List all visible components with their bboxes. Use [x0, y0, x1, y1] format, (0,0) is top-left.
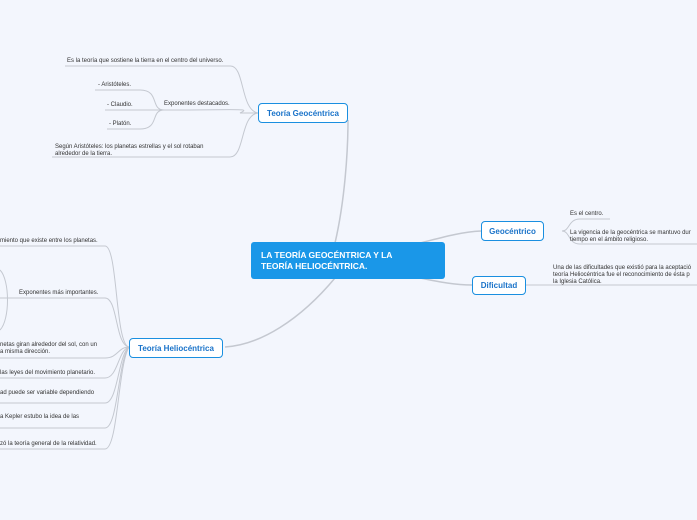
subtopic[interactable]: a Kepler estubo la idea de las	[0, 414, 80, 420]
subtopic[interactable]: - Aristóteles.	[98, 82, 132, 88]
topic-geocentrico[interactable]: Geocéntrico	[481, 221, 544, 241]
topic-dificultad[interactable]: Dificultad	[472, 276, 526, 295]
subtopic[interactable]: - Claudio.	[107, 102, 133, 108]
subtopic[interactable]: Es el centro.	[570, 211, 604, 217]
line: a misma dirección.	[0, 349, 51, 355]
line: alrededor de la tierra.	[55, 151, 113, 157]
subtopic[interactable]: Exponentes más importantes.	[19, 290, 99, 296]
line: tiempo en el ámbito religioso.	[570, 237, 649, 243]
subtopic[interactable]: zó la teoría general de la relatividad.	[0, 441, 97, 447]
topic-label: Geocéntrico	[489, 226, 536, 236]
subtopic[interactable]: ad puede ser variable dependiendo	[0, 390, 95, 396]
line: teoría Heliocéntrica fue el reconocimien…	[553, 272, 690, 278]
subtopic[interactable]: las leyes del movimiento planetario.	[0, 370, 96, 376]
topic-teoria-heliocentrica[interactable]: Teoría Heliocéntrica	[129, 338, 223, 358]
subtopic[interactable]: Exponentes destacados.	[164, 101, 230, 107]
line: Según Aristóteles: los planetas estrella…	[55, 144, 204, 150]
topic-teoria-geocentrica[interactable]: Teoría Geocéntrica	[258, 103, 348, 123]
subtopic[interactable]: miento que existe entre los planetas.	[0, 238, 98, 244]
central-topic[interactable]: LA TEORÍA GEOCÉNTRICA Y LA TEORÍA HELIOC…	[251, 242, 445, 279]
subtopic[interactable]: Es la teoría que sostiene la tierra en e…	[67, 58, 224, 64]
topic-label: Teoría Geocéntrica	[267, 108, 339, 118]
subtopic[interactable]: - Platón.	[109, 121, 132, 127]
subtopic[interactable]: La vigencia de la geocéntrica se mantuvo…	[570, 230, 691, 244]
central-topic-line1: LA TEORÍA GEOCÉNTRICA Y LA	[261, 250, 393, 260]
topic-label: Dificultad	[480, 281, 518, 290]
line: Una de las dificultades que existió para…	[553, 265, 692, 271]
central-topic-line2: TEORÍA HELIOCÉNTRICA.	[261, 261, 368, 271]
line: La vigencia de la geocéntrica se mantuvo…	[570, 230, 691, 236]
line: la Iglesia Católica.	[553, 279, 602, 285]
topic-label: Teoría Heliocéntrica	[138, 343, 214, 353]
line: netas giran alrededor del sol, con un	[0, 342, 98, 348]
subtopic[interactable]: Una de las dificultades que existió para…	[553, 265, 691, 286]
subtopic[interactable]: Según Aristóteles: los planetas estrella…	[55, 144, 203, 158]
